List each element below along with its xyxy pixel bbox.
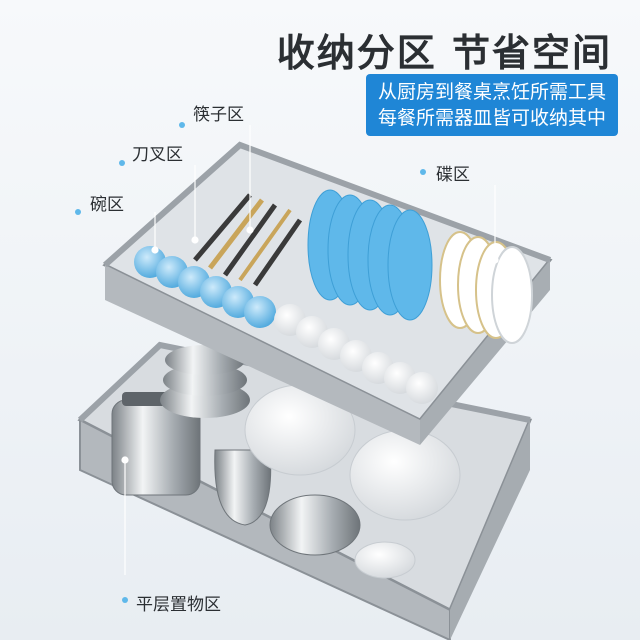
callout-dots [75,122,426,603]
label-cutlery-zone: 刀叉区 [132,145,183,165]
casserole [349,429,461,521]
banner-line-1: 从厨房到餐桌烹饪所需工具 [377,81,606,103]
label-bowl-zone: 碗区 [90,195,124,215]
white-plates [439,231,533,344]
white-bowls [274,304,438,404]
label-flat-zone: 平层置物区 [136,595,221,615]
kettle [214,449,272,526]
blue-plates [307,189,433,321]
blue-bowls [134,246,276,328]
label-plate-zone: 碟区 [436,165,470,185]
subtitle-banner: 从厨房到餐桌烹饪所需工具 每餐所需器皿皆可收纳其中 [365,74,618,136]
headline: 收纳分区 节省空间 [276,31,612,75]
banner-line-2: 每餐所需器皿皆可收纳其中 [377,107,606,129]
callout-lines [121,125,499,575]
label-chopsticks-zone: 筷子区 [193,105,244,125]
cutlery [193,193,303,287]
steel-pot [269,494,361,556]
upper-basket [102,141,553,445]
